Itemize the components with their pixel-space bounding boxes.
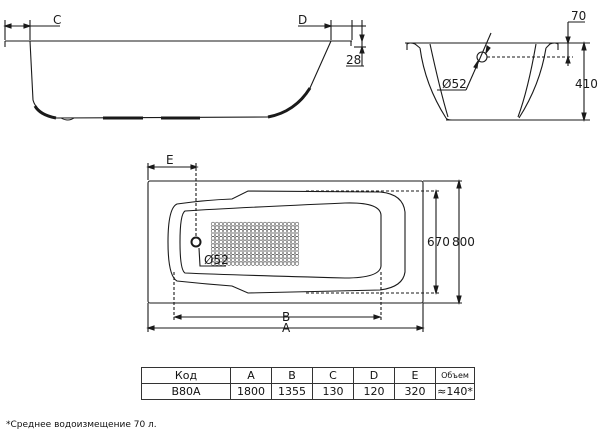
side-view: [3, 20, 366, 121]
footnote: *Среднее водоизмещение 70 л.: [6, 420, 157, 430]
cell-c: 130: [312, 383, 354, 400]
cell-b: 1355: [271, 383, 313, 400]
header-a: A: [230, 367, 272, 384]
cell-e: 320: [394, 383, 436, 400]
label-a: A: [282, 321, 291, 335]
spec-table: Код A B C D E Объем B80A 1800 1355 130 1…: [141, 367, 475, 400]
table-row: B80A 1800 1355 130 120 320 ≈140*: [141, 383, 475, 400]
header-e: E: [394, 367, 436, 384]
cell-d: 120: [353, 383, 395, 400]
label-b: B: [282, 310, 290, 324]
cell-volume: ≈140*: [435, 383, 475, 400]
label-410: 410: [575, 77, 598, 91]
header-code: Код: [141, 367, 231, 384]
label-rim-28: 28: [346, 53, 361, 67]
label-overflow-diameter: Ø52: [442, 77, 467, 91]
label-e: E: [166, 153, 174, 167]
label-800: 800: [452, 235, 475, 249]
header-volume: Объем: [435, 367, 475, 384]
label-drain-diameter: Ø52: [204, 253, 229, 267]
cell-a: 1800: [230, 383, 272, 400]
header-c: C: [312, 367, 354, 384]
header-d: D: [353, 367, 395, 384]
table-header-row: Код A B C D E Объем: [141, 367, 475, 384]
top-view: [146, 163, 462, 332]
label-70: 70: [571, 9, 586, 23]
header-b: B: [271, 367, 313, 384]
anti-slip-pattern: [210, 221, 300, 266]
label-d: D: [298, 13, 307, 27]
label-670: 670: [427, 235, 450, 249]
end-view: [405, 21, 590, 123]
label-c: C: [53, 13, 61, 27]
cell-code: B80A: [141, 383, 231, 400]
